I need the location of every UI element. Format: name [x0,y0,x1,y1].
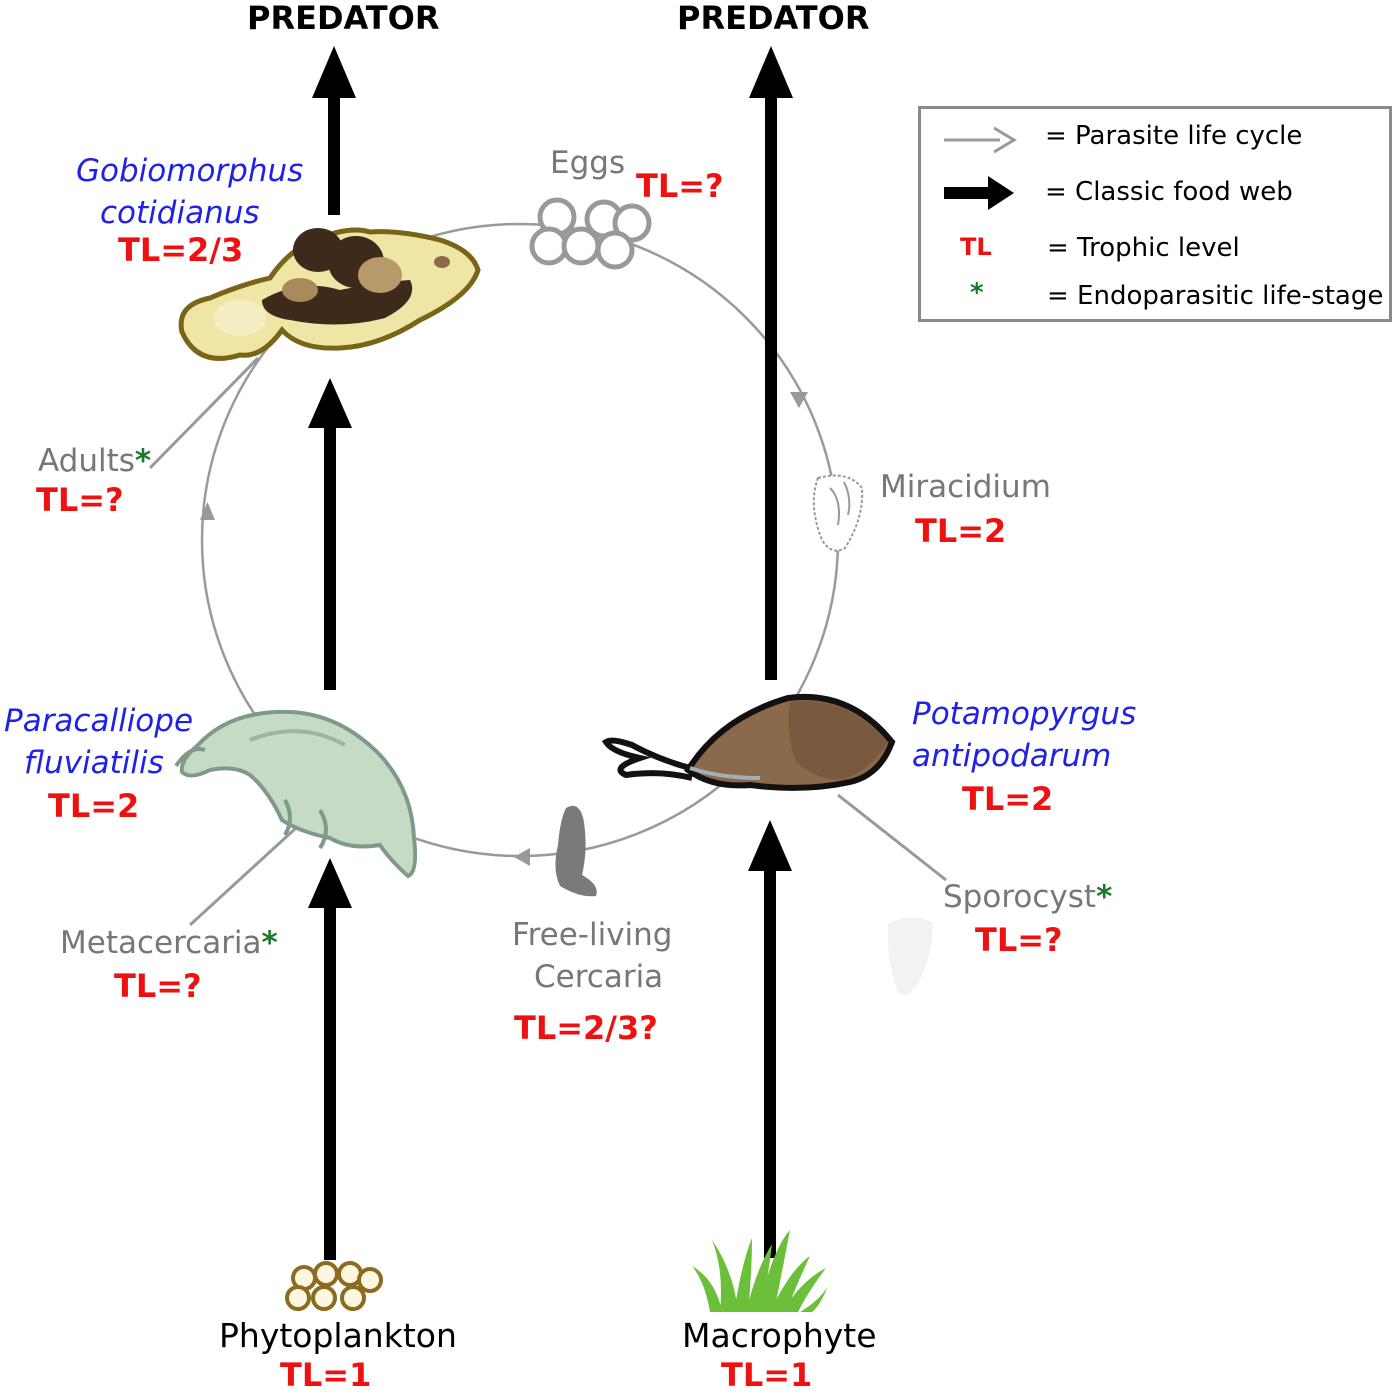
cercaria-label-line1: Free-living [512,917,673,953]
legend-black-arrow-icon [944,176,1014,210]
eggs-icon [529,197,652,270]
legend-trophic-level: = Trophic level [1047,233,1240,263]
fish-species-name-line1: Gobiomorphus [76,153,304,189]
cercaria-label-line2: Cercaria [534,959,664,995]
metacercaria-label: Metacercaria* [60,925,278,962]
amphipod-species-name-line2: fluviatilis [24,745,164,781]
legend [918,106,1392,322]
legend-endoparasitic: = Endoparasitic life-stage [1047,281,1384,311]
amphipod-trophic-level: TL=2 [48,787,140,825]
sporocyst-label: Sporocyst* [943,879,1113,916]
metacercaria-label-text: Metacercaria [60,925,262,961]
snail-species-name-line1: Potamopyrgus [912,696,1137,732]
food-web-arrow-amphipod-fish [308,378,352,690]
adults-label-text: Adults [38,443,135,479]
cercaria-trophic-level: TL=2/3? [514,1009,658,1047]
sporocyst-trophic-level: TL=? [975,921,1063,959]
legend-parasite-life-cycle: = Parasite life cycle [1045,121,1303,151]
food-web-arrow-fish-predator [312,46,356,215]
macrophyte-label: Macrophyte [682,1316,877,1355]
fish-icon [178,227,481,361]
sporocyst-pointer-line [837,793,947,882]
fish-species-name-line2: cotidianus [100,195,260,231]
food-web-arrow-phytoplankton-amphipod [308,858,352,1260]
predator-label-right: PREDATOR [677,0,870,37]
legend-gray-arrow-icon [944,126,1017,154]
legend-classic-food-web: = Classic food web [1045,177,1293,207]
cycle-arrowhead-left [200,502,215,520]
food-web-arrow-snail-predator [749,46,793,680]
predator-label-left: PREDATOR [247,0,440,37]
metacercaria-pointer-line [188,826,298,927]
miracidium-label: Miracidium [880,469,1051,505]
miracidium-icon [812,474,864,552]
amphipod-icon [174,709,418,879]
sporocyst-asterisk: * [1096,879,1113,915]
eggs-trophic-level: TL=? [636,167,724,205]
phytoplankton-label: Phytoplankton [219,1316,457,1355]
snail-species-name-line2: antipodarum [912,738,1112,774]
snail-icon [601,694,896,791]
adults-asterisk: * [134,443,152,479]
phytoplankton-trophic-level: TL=1 [280,1356,372,1394]
legend-asterisk-symbol: * [970,278,984,308]
legend-tl-symbol: TL [960,233,992,261]
macrophyte-trophic-level: TL=1 [721,1356,813,1394]
fish-trophic-level: TL=2/3 [118,231,244,269]
snail-trophic-level: TL=2 [962,780,1054,818]
cycle-arrowhead-right [790,392,808,408]
macrophyte-icon [692,1230,828,1312]
metacercaria-asterisk: * [261,925,278,961]
food-web-arrow-macrophyte-snail [748,820,792,1258]
adults-pointer-line [148,356,260,470]
metacercaria-trophic-level: TL=? [114,967,202,1005]
cercaria-icon [555,805,597,897]
eggs-label: Eggs [550,145,626,181]
sporocyst-label-text: Sporocyst [943,879,1097,915]
adults-label: Adults* [38,443,152,480]
phytoplankton-icon [285,1261,383,1311]
amphipod-species-name-line1: Paracalliope [4,703,194,739]
adults-trophic-level: TL=? [36,481,124,519]
cycle-arrowhead-bottom [514,848,530,866]
miracidium-trophic-level: TL=2 [915,512,1007,550]
sporocyst-icon [887,917,933,996]
